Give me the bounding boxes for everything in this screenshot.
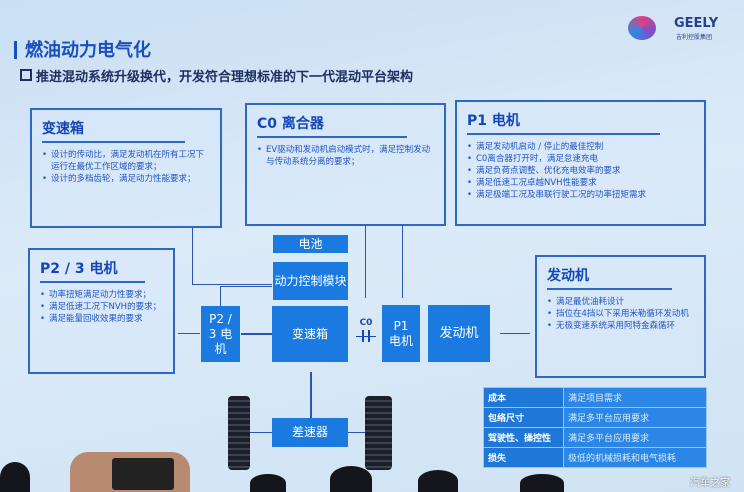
connector xyxy=(250,432,272,433)
connector xyxy=(178,333,200,334)
left-wheel xyxy=(228,396,250,470)
battery-block: 电池 xyxy=(273,235,348,253)
connector xyxy=(192,284,272,285)
requirements-table: 成本满足项目需求 包络尺寸满足多平台应用要求 驾驶性、操控性满足多平台应用要求 … xyxy=(483,387,707,468)
connector xyxy=(365,226,366,298)
connector xyxy=(402,226,403,298)
audience-head xyxy=(250,474,286,492)
right-wheel xyxy=(365,396,392,470)
connector xyxy=(220,286,272,287)
differential-block: 差速器 xyxy=(272,418,348,447)
geely-logo: GEELY 吉利控股集团 xyxy=(626,14,738,60)
slide-subtitle: 推进混动系统升级换代，开发符合理想标准的下一代混动平台架构 xyxy=(20,66,413,85)
table-row: 成本满足项目需求 xyxy=(483,387,707,408)
audience-head xyxy=(520,474,564,492)
phone xyxy=(112,458,174,490)
watermark: 汽车之家 xyxy=(690,478,730,489)
c0-clutch-symbol: C0 xyxy=(356,318,376,348)
c0-clutch-card: C0 离合器 EV驱动和发动机启动模式时，满足控制发动与传动系统分离的要求； xyxy=(245,103,446,226)
table-row: 损失极低的机械损耗和电气损耗 xyxy=(483,447,707,468)
p1-motor-block: P1 电机 xyxy=(382,305,420,362)
audience-head xyxy=(418,470,458,492)
slide-title: 燃油动力电气化 xyxy=(14,36,151,62)
table-row: 驾驶性、操控性满足多平台应用要求 xyxy=(483,427,707,448)
connector xyxy=(220,286,221,306)
gearbox-block: 变速箱 xyxy=(272,306,348,362)
p23-motor-block: P2 / 3 电机 xyxy=(201,306,240,362)
table-row: 包络尺寸满足多平台应用要求 xyxy=(483,407,707,428)
connector xyxy=(241,333,272,335)
engine-block: 发动机 xyxy=(428,305,490,362)
connector xyxy=(500,333,530,334)
gearbox-card: 变速箱 设计的传动比，满足发动机在所有工况下运行在最优工作区域的要求；设计的多档… xyxy=(30,108,222,228)
connector xyxy=(192,228,193,284)
power-control-module-block: 动力控制模块 xyxy=(273,262,348,300)
audience-head xyxy=(330,466,372,492)
p23-motor-card: P2 / 3 电机 功率扭矩满足动力性要求；满足低速工况下NVH的要求；满足能量… xyxy=(28,248,175,374)
engine-card: 发动机 满足最优油耗设计挡位在4挡以下采用米勒循环发动机无极变速系统采用阿特金森… xyxy=(535,255,706,378)
audience-head xyxy=(0,462,30,492)
p1-motor-card: P1 电机 满足发动机启动 / 停止的最佳控制C0离合器打开时，满足怠速充电满足… xyxy=(455,100,706,226)
connector xyxy=(348,432,365,433)
connector xyxy=(310,372,312,418)
